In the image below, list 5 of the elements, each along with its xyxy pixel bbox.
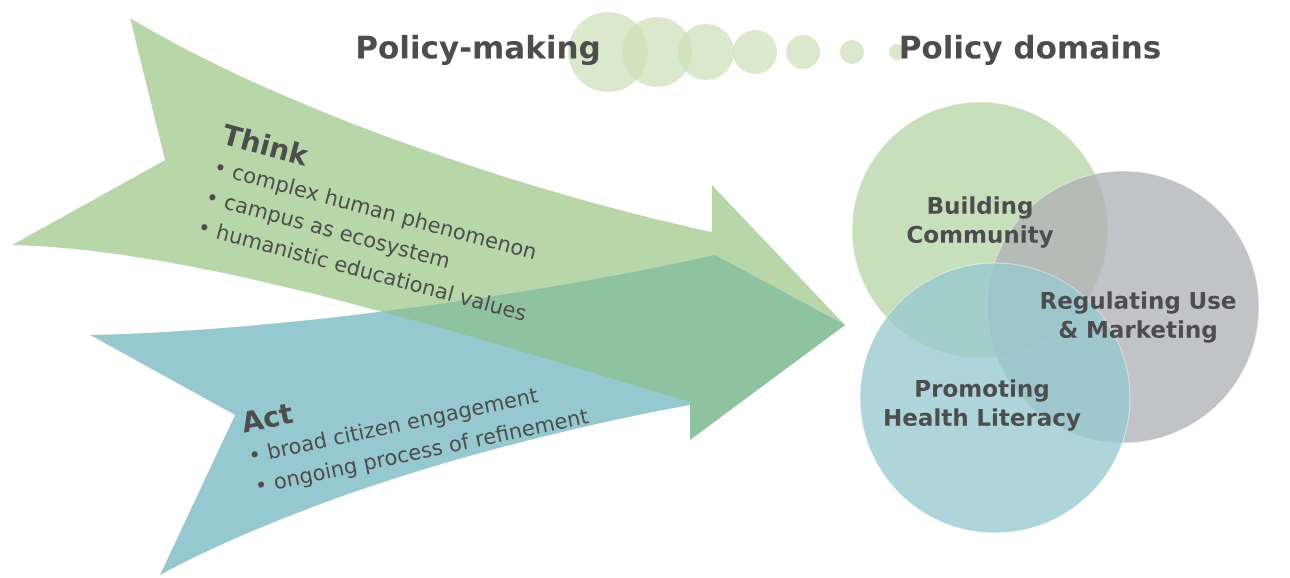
- heading: Policy-making: [358, 34, 599, 66]
- circle-label: Regulating Use & Marketing: [1041, 291, 1236, 343]
- circle-label: Building Community: [907, 196, 1054, 248]
- heading: Policy domains: [901, 34, 1160, 66]
- circle-label: Promoting Health Literacy: [885, 379, 1081, 431]
